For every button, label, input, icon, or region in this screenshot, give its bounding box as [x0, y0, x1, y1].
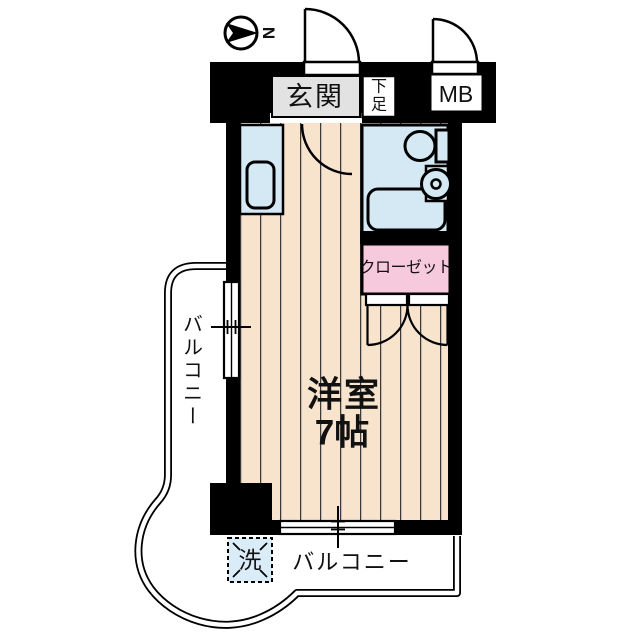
closet	[360, 242, 452, 296]
balcony-outline-inner	[136, 263, 460, 627]
balcony-bottom-label: バルコニー	[292, 549, 412, 575]
wash-basin-drain	[430, 178, 442, 190]
washing-machine-corner-ticks	[232, 542, 268, 578]
closet-door-arc-left	[367, 304, 409, 347]
north-label: N	[258, 26, 278, 40]
room-size-label: 7帖	[314, 413, 370, 453]
entrance-door-arc	[304, 7, 361, 64]
hall-door-arc	[300, 123, 353, 176]
washing-machine-label: 洗	[238, 546, 262, 573]
meter-box-label: MB	[438, 80, 474, 107]
entrance-door-leaf	[302, 60, 362, 77]
closet-door-leaf-left	[364, 292, 409, 307]
closet-label: クローゼット	[359, 259, 453, 277]
kitchen-sink	[245, 160, 276, 210]
room-name-label: 洋室	[306, 375, 382, 415]
closet-door-leaf-right	[407, 292, 451, 307]
balcony-left-label: バルコニー	[179, 313, 202, 429]
toilet-tank	[434, 128, 451, 164]
shoe-storage-box	[361, 74, 397, 119]
wall-right	[448, 123, 462, 535]
bathroom-closet-divider-wall	[360, 231, 450, 244]
shoe-storage-label: 下足	[370, 78, 387, 113]
entrance-label: 玄関	[286, 81, 344, 112]
meter-box-door-arc	[432, 17, 479, 64]
closet-door-arc-right	[406, 304, 448, 347]
toilet-bowl	[403, 130, 437, 162]
meter-box-door-leaf	[430, 60, 480, 76]
north-arrow-icon	[226, 23, 258, 43]
